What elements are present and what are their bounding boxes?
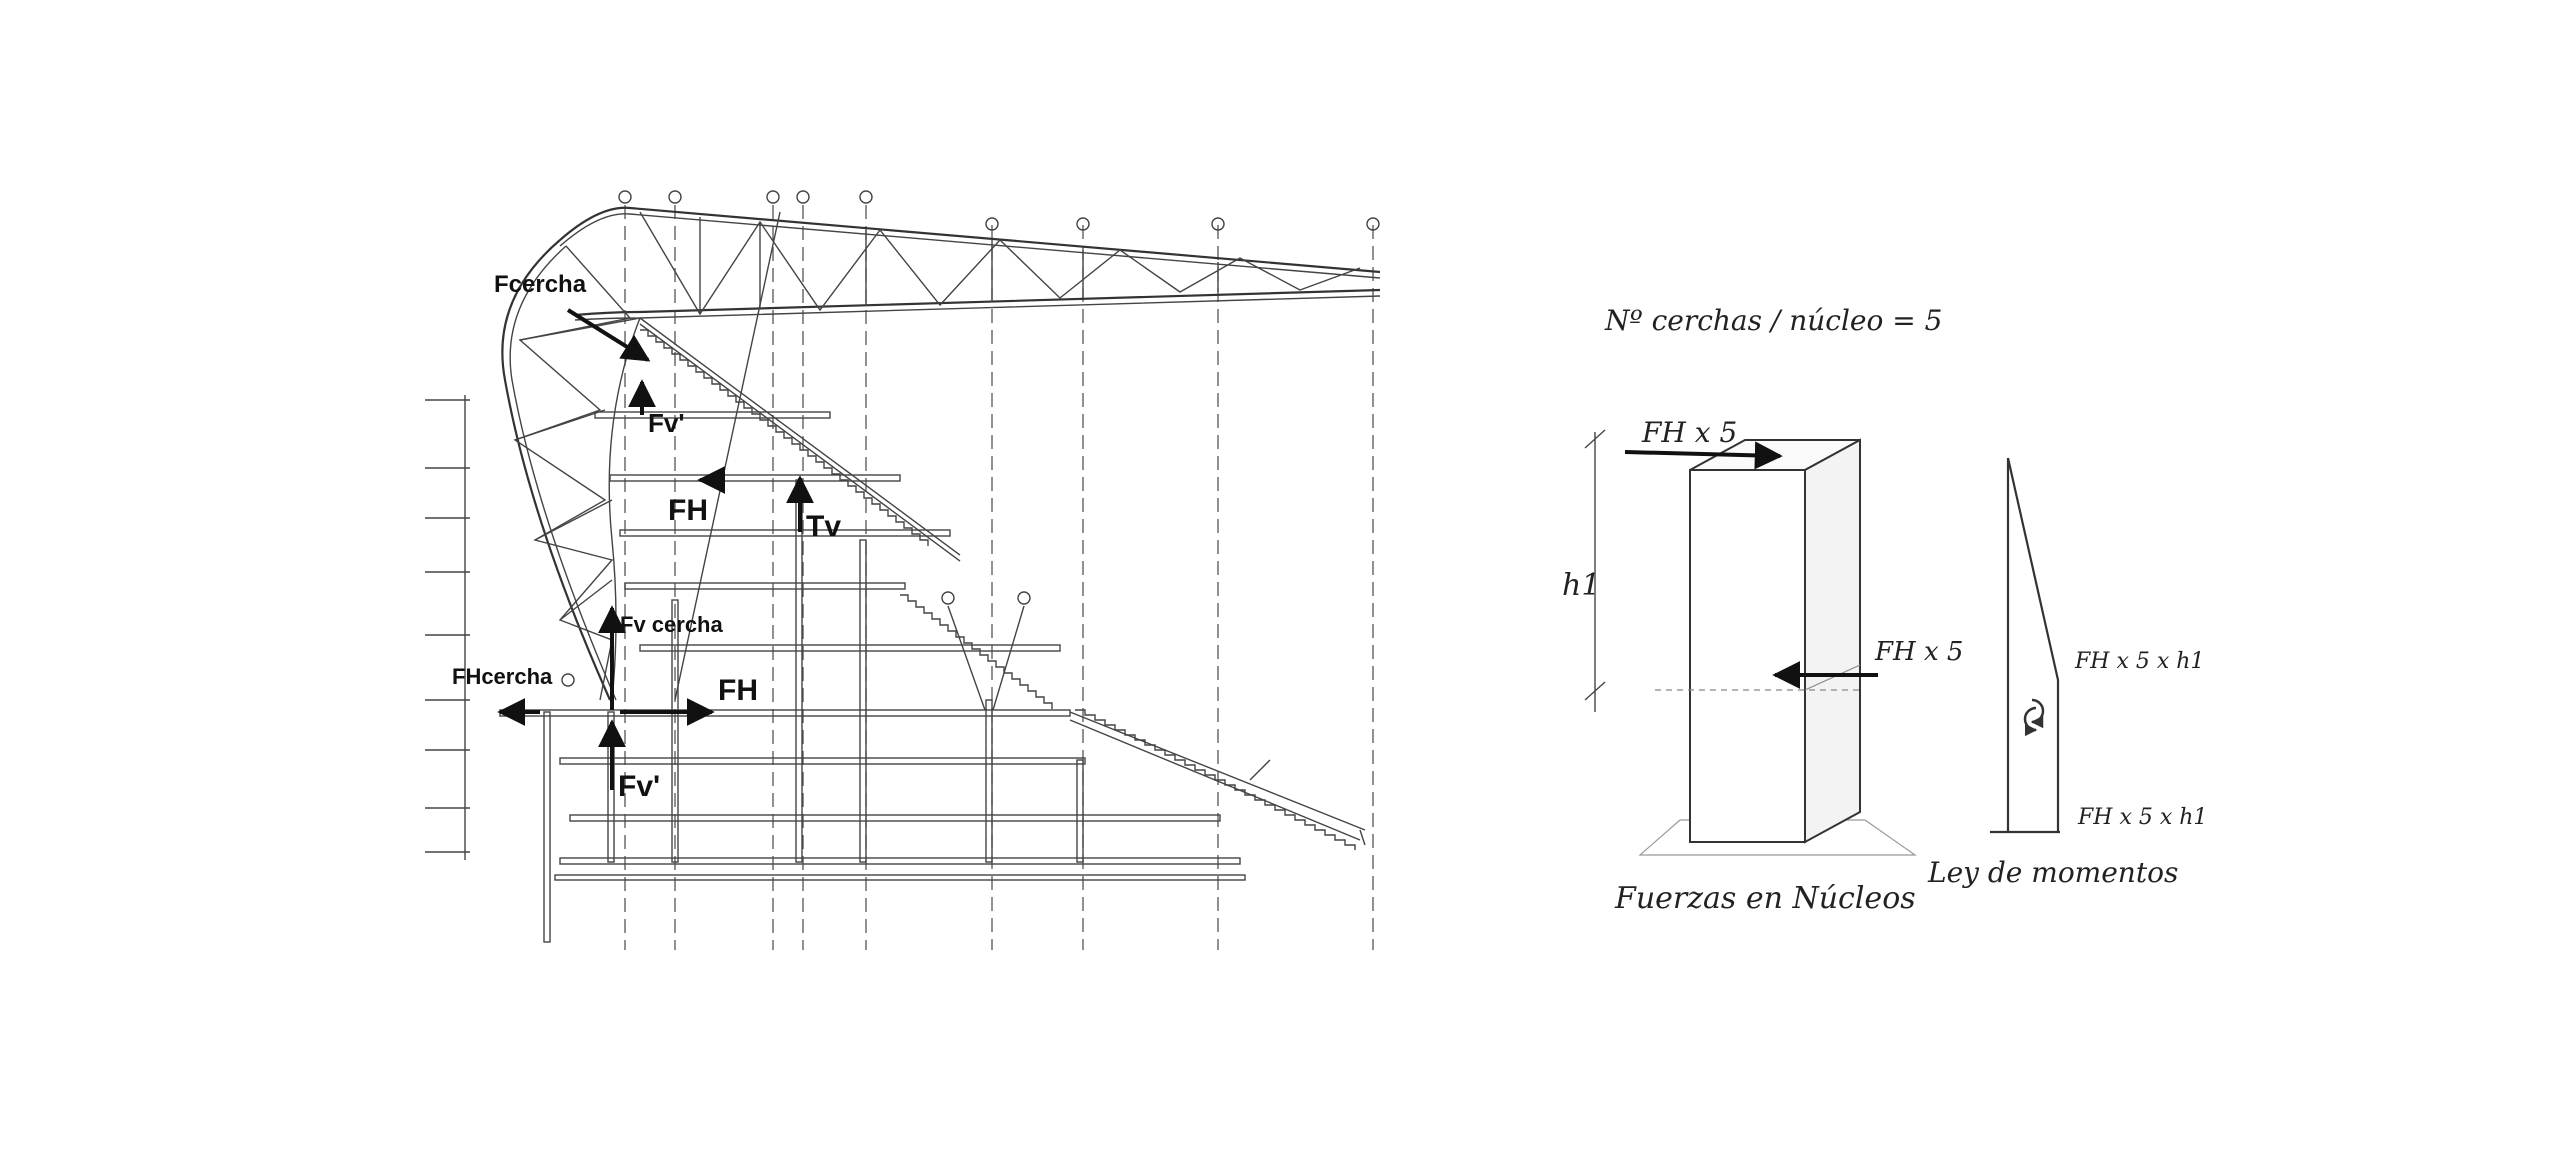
height-label: h1 bbox=[1562, 568, 1600, 603]
core-caption: Fuerzas en Núcleos bbox=[1614, 881, 1916, 916]
axis-marker bbox=[561, 673, 575, 687]
force-labels: Fcercha Fv' FH Tv Fv cercha FHcercha FH … bbox=[452, 271, 841, 803]
label-fh-cercha: FHcercha bbox=[452, 664, 553, 689]
axis-marker bbox=[859, 190, 873, 204]
label-fv-low: Fv' bbox=[618, 770, 660, 803]
label-tv: Tv bbox=[806, 510, 841, 543]
floor-slabs bbox=[499, 411, 1246, 881]
axis-marker bbox=[1211, 217, 1225, 231]
moment-rotation-icon bbox=[2023, 698, 2045, 737]
roof-truss bbox=[501, 206, 1381, 701]
upper-stand-steps bbox=[640, 329, 1356, 850]
axis-markers bbox=[561, 190, 1380, 687]
moment-caption: Ley de momentos bbox=[1927, 856, 2178, 889]
arrow-f-cercha bbox=[566, 308, 651, 362]
core-front-face bbox=[1689, 469, 1806, 843]
axis-marker bbox=[618, 190, 632, 204]
ground-plane bbox=[1638, 819, 1917, 856]
moment-top-value: FH x 5 x h1 bbox=[2074, 649, 2204, 674]
core-top-force-arrow bbox=[1624, 441, 1783, 470]
axis-marker bbox=[1017, 591, 1031, 605]
axis-marker bbox=[985, 217, 999, 231]
moment-bottom-value: FH x 5 x h1 bbox=[2077, 805, 2207, 830]
label-fv-cercha: Fv cercha bbox=[620, 612, 723, 637]
label-fh-mid: FH bbox=[668, 494, 708, 527]
axis-marker bbox=[766, 190, 780, 204]
moment-diagram: FH x 5 x h1 FH x 5 x h1 Ley de momentos bbox=[1927, 457, 2207, 889]
axis-marker bbox=[796, 190, 810, 204]
stadium-section-drawing: Fcercha Fv' FH Tv Fv cercha FHcercha FH … bbox=[425, 190, 1381, 950]
lower-stand-rake bbox=[1069, 711, 1366, 846]
core-top-force-label: FH x 5 bbox=[1641, 416, 1737, 449]
grid-axes bbox=[624, 205, 1374, 950]
moment-envelope bbox=[2006, 457, 2060, 832]
label-f-cercha: Fcercha bbox=[494, 271, 587, 298]
truss-count-note: Nº cerchas / núcleo = 5 bbox=[1604, 304, 1942, 337]
level-marks bbox=[425, 395, 470, 860]
core-mid-force-label: FH x 5 bbox=[1874, 637, 1963, 667]
axis-marker bbox=[668, 190, 682, 204]
label-fv-top: Fv' bbox=[648, 408, 685, 438]
axis-marker bbox=[1076, 217, 1090, 231]
axis-marker bbox=[941, 591, 955, 605]
core-side-face bbox=[1804, 438, 1861, 844]
label-fh-low: FH bbox=[718, 674, 758, 707]
core-diagram: h1 FH x 5 FH x 5 Fuerzas en Núcleos bbox=[1562, 416, 1963, 916]
axis-marker bbox=[1366, 217, 1380, 231]
force-arrows bbox=[497, 308, 814, 790]
